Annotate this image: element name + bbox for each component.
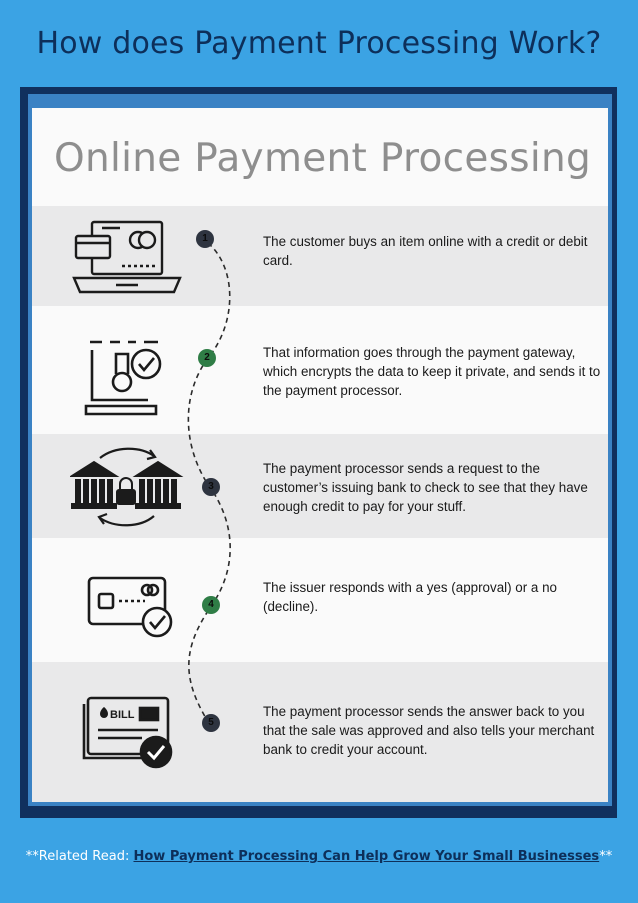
credit-card-check-icon: [87, 576, 173, 638]
step-connector-path: [187, 242, 231, 721]
step-number-5: 5: [202, 714, 220, 732]
secure-device-check-icon: [84, 340, 162, 416]
related-read-prefix: **Related Read:: [25, 849, 134, 864]
related-read-link[interactable]: How Payment Processing Can Help Grow You…: [133, 849, 600, 864]
page-title: How does Payment Processing Work?: [36, 26, 602, 61]
bank-transfer-lock-icon: [70, 447, 184, 527]
related-read-suffix: **: [599, 849, 613, 864]
infographic-title: Online Payment Processing: [54, 136, 592, 181]
bill-check-icon: BILL: [82, 696, 173, 769]
step-band-3: [32, 434, 608, 538]
step-number-3: 3: [202, 478, 220, 496]
bill-label: BILL: [110, 709, 135, 721]
step-text-2: That information goes through the paymen…: [263, 345, 601, 398]
related-read-footer: **Related Read: How Payment Processing C…: [0, 849, 638, 864]
step-text-3: The payment processor sends a request to…: [263, 461, 588, 514]
laptop-card-icon: [72, 220, 182, 294]
step-text-5: The payment processor sends the answer b…: [263, 704, 595, 757]
step-number-1: 1: [196, 230, 214, 248]
step-number-2: 2: [198, 349, 216, 367]
step-band-5: [32, 662, 608, 802]
step-number-4: 4: [202, 596, 220, 614]
step-text-1: The customer buys an item online with a …: [263, 234, 588, 268]
infographic-panel: Online Payment Processing 1 2 3 4 5 The …: [32, 108, 608, 802]
step-text-4: The issuer responds with a yes (approval…: [263, 580, 557, 614]
